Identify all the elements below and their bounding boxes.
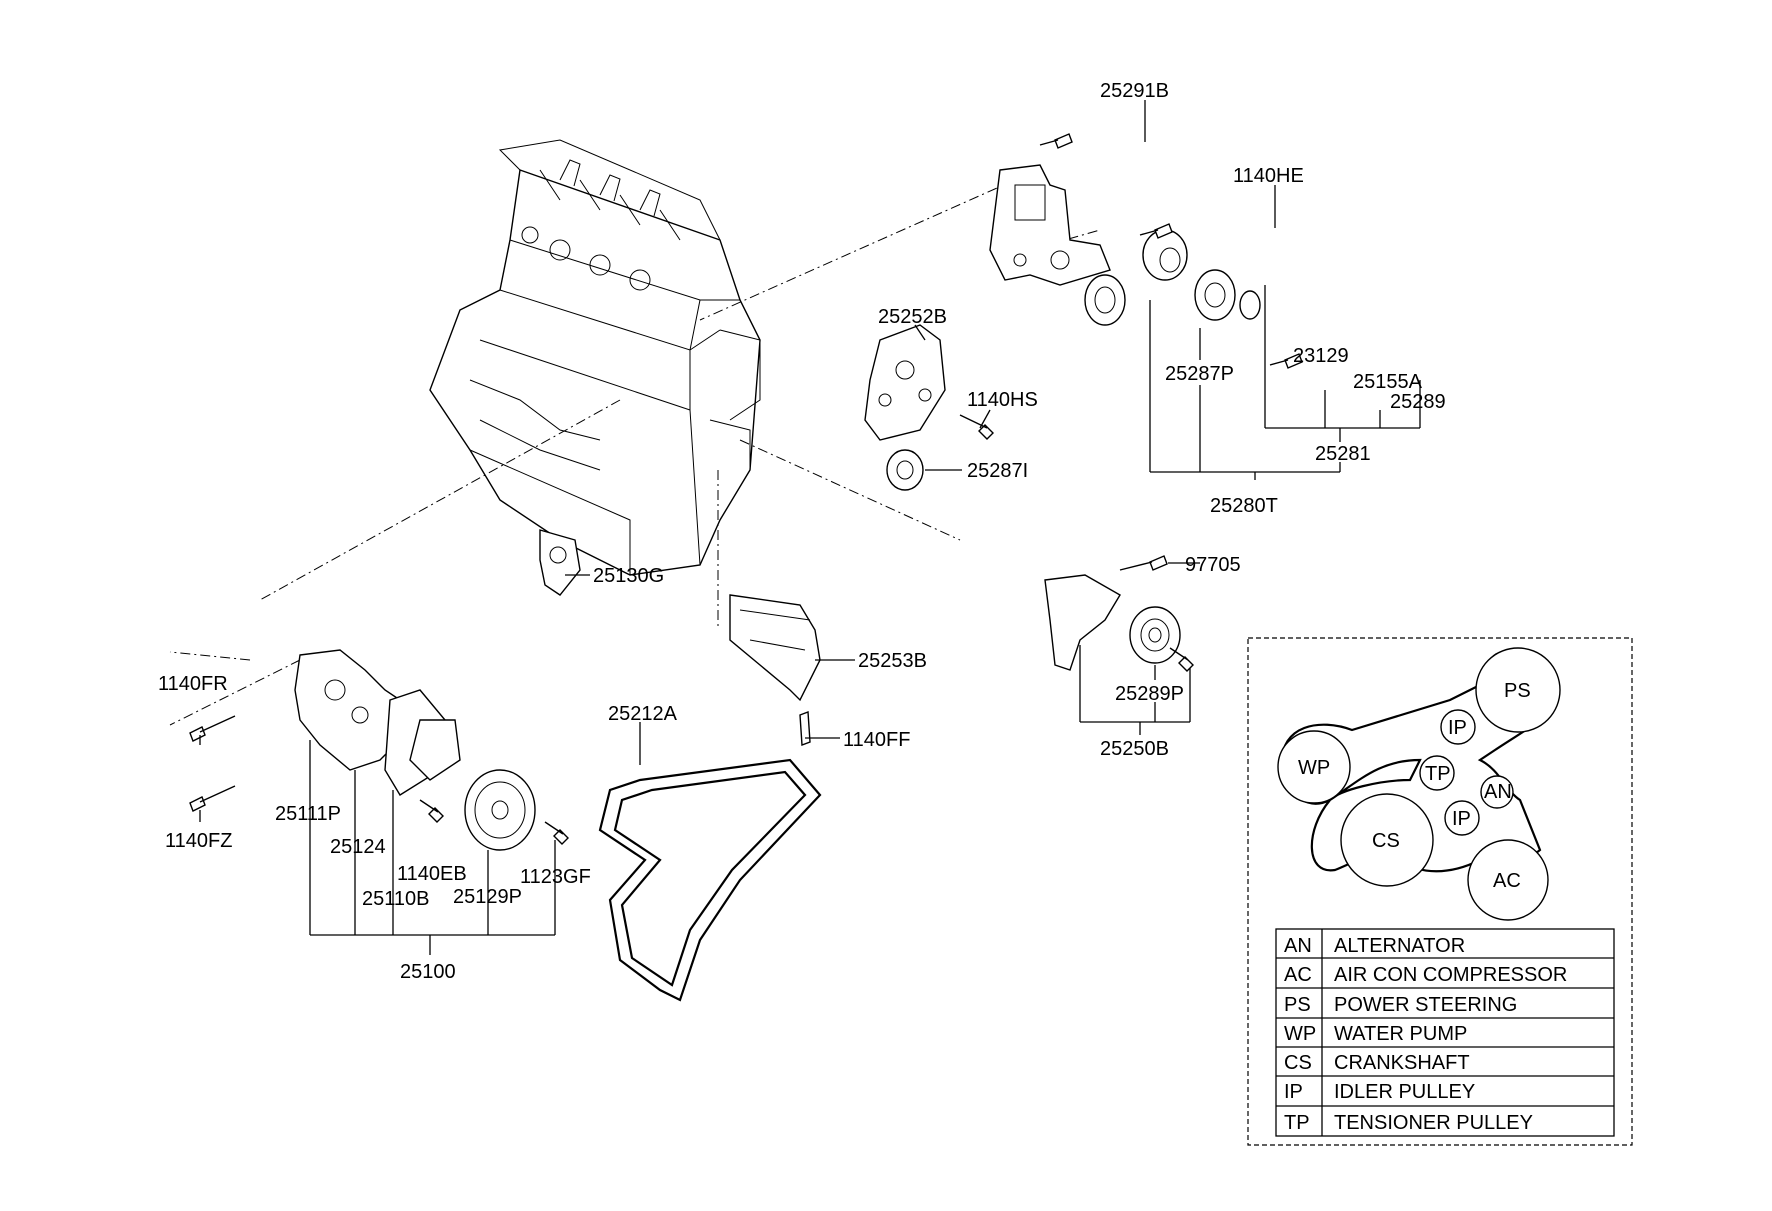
legend-name: POWER STEERING [1334, 994, 1517, 1016]
pulley-an [1480, 775, 1514, 809]
label-25111p: 25111P [275, 803, 341, 825]
tensioner-bracket [989, 133, 1303, 369]
label-25280t: 25280T [1210, 495, 1278, 517]
label-1140fr: 1140FR [158, 673, 228, 695]
belt-routing-inset: PS IP WP TP AN IP CS AC AN ALTERNATOR AC… [1247, 637, 1633, 1146]
label-25100: 25100 [400, 961, 456, 983]
legend-table: AN ALTERNATOR AC AIR CON COMPRESSOR PS P… [1275, 928, 1615, 1137]
legend-name: WATER PUMP [1334, 1023, 1467, 1045]
engine-block [429, 139, 761, 576]
legend-name: CRANKSHAFT [1334, 1052, 1470, 1074]
label-25252b: 25252B [878, 306, 947, 328]
legend-name: TENSIONER PULLEY [1334, 1112, 1533, 1134]
legend-name: AIR CON COMPRESSOR [1334, 964, 1567, 986]
gasket-25130g [539, 529, 581, 596]
legend-code: TP [1284, 1112, 1310, 1134]
pulley-label-ip-upper: IP [1448, 717, 1467, 739]
part-labels: 25291B 1140HE 25252B 1140HS 25287I 23129… [158, 80, 1446, 983]
label-25253b: 25253B [858, 650, 927, 672]
center-lines [169, 179, 1101, 726]
label-1140hs: 1140HS [967, 389, 1038, 411]
bracket-25253b [729, 594, 821, 746]
label-25212a: 25212A [608, 703, 678, 725]
legend-code: CS [1284, 1052, 1312, 1074]
label-25291b: 25291B [1100, 80, 1169, 102]
idler-bracket-25250b [1044, 555, 1194, 672]
legend-code: PS [1284, 994, 1311, 1016]
label-25287p: 25287P [1165, 363, 1234, 385]
pulley-cs [1340, 793, 1434, 887]
pulley-ps [1475, 647, 1561, 733]
pulley-label-ac: AC [1493, 870, 1521, 892]
label-25155a: 25155A [1353, 371, 1423, 393]
label-25250b: 25250B [1100, 738, 1169, 760]
label-1140he: 1140HE [1233, 165, 1304, 187]
leader-lines [199, 100, 1421, 955]
label-25130g: 25130G [593, 565, 664, 587]
water-pump-assembly [189, 649, 569, 851]
pulley-label-ip-lower: IP [1452, 808, 1471, 830]
pulley-tp [1419, 755, 1455, 791]
bracket-25252b [864, 324, 994, 491]
label-25110b: 25110B [362, 888, 429, 910]
label-1140ff: 1140FF [843, 729, 910, 751]
label-23129: 23129 [1293, 345, 1349, 367]
label-97705: 97705 [1185, 554, 1241, 576]
pulley-label-tp: TP [1425, 763, 1451, 785]
label-1140fz: 1140FZ [165, 830, 232, 852]
pulley-label-wp: WP [1298, 757, 1330, 779]
pulley-label-cs: CS [1372, 830, 1400, 852]
label-25124: 25124 [330, 836, 386, 858]
label-25287i: 25287I [967, 460, 1028, 482]
legend-name: ALTERNATOR [1334, 935, 1465, 957]
legend-code: WP [1284, 1023, 1316, 1045]
pulley-label-ps: PS [1504, 680, 1531, 702]
pulley-wp [1277, 730, 1351, 804]
label-25129p: 25129P [453, 886, 522, 908]
legend-code: IP [1284, 1081, 1303, 1103]
pulley-label-an: AN [1484, 781, 1512, 803]
legend-code: AN [1284, 935, 1312, 957]
legend-code: AC [1284, 964, 1312, 986]
label-1123gf: 1123GF [520, 866, 591, 888]
pulley-ip-lower [1444, 800, 1480, 836]
serpentine-belt-25212a [598, 758, 822, 1002]
label-25289p: 25289P [1115, 683, 1184, 705]
legend-name: IDLER PULLEY [1334, 1081, 1475, 1103]
label-25289: 25289 [1390, 391, 1446, 413]
label-1140eb: 1140EB [397, 863, 467, 885]
pulley-ip-upper [1440, 709, 1476, 745]
label-25281: 25281 [1315, 443, 1371, 465]
pulley-ac [1467, 839, 1549, 921]
